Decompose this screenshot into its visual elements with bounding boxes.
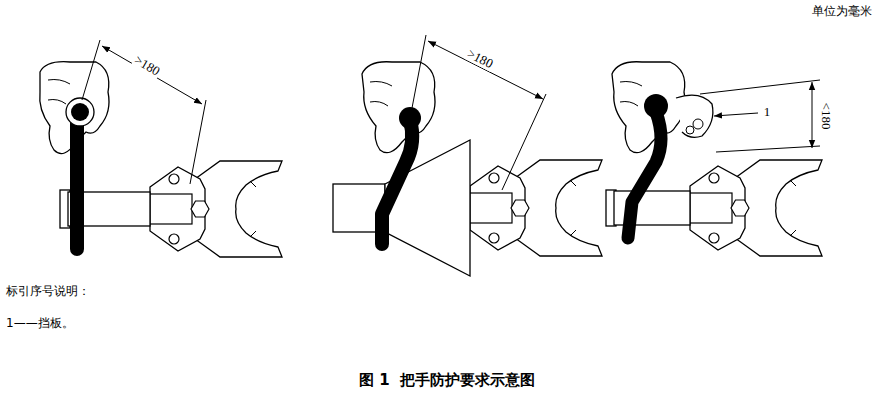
handle	[382, 120, 412, 244]
dimension-line	[700, 80, 820, 152]
dimension-text: >180	[464, 46, 496, 72]
cutter-jaw	[470, 160, 602, 256]
leader-line	[714, 113, 758, 116]
figure-caption: 图 1 把手防护要求示意图	[359, 372, 535, 389]
guard-plate	[676, 95, 713, 137]
hand-outline	[362, 62, 435, 153]
cutter-tool	[606, 62, 822, 256]
cutter-tool	[40, 62, 282, 257]
key-heading: 标引序号说明：	[6, 285, 90, 298]
hand-outline	[612, 62, 685, 153]
cutter-jaw	[150, 161, 282, 257]
cutter-jaw	[690, 160, 822, 256]
dimension-line	[412, 35, 546, 190]
handle	[628, 112, 661, 238]
unit-note: 单位为毫米	[812, 5, 872, 18]
cutter-tool	[333, 62, 602, 276]
callout-number: 1	[764, 105, 771, 119]
dimension-text: <180	[819, 102, 833, 131]
key-item: 1——挡板。	[6, 317, 74, 330]
handle-shield	[385, 140, 470, 276]
dimension-line	[82, 40, 206, 184]
dimension-text: >180	[131, 53, 163, 80]
handle	[70, 112, 84, 256]
